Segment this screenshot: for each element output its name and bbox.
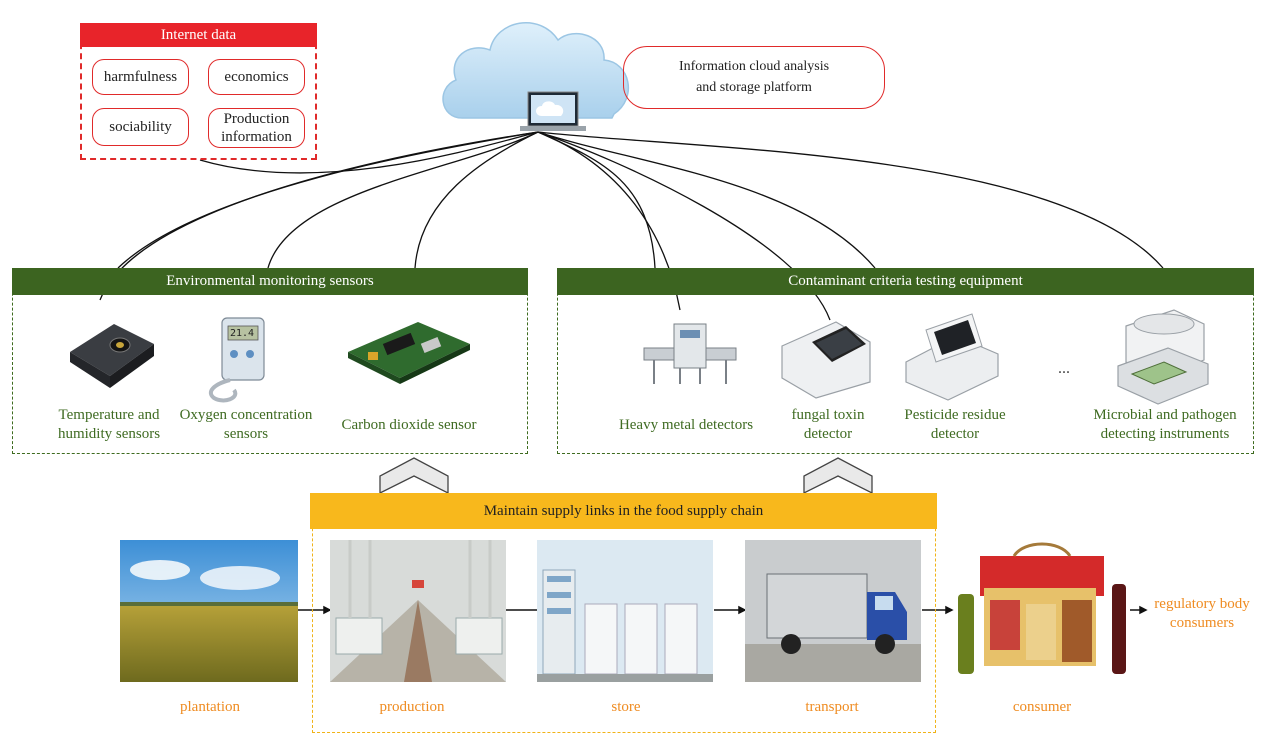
pesticide-label-line2: detector — [930, 425, 980, 442]
humidity-label-line1: Temperature and — [58, 407, 160, 423]
cloud-icon — [442, 22, 630, 131]
humidity-label-line2: humidity sensors — [57, 425, 161, 442]
economics-pill: economics — [208, 59, 305, 95]
co2-sensor-label: Carbon dioxide sensor — [341, 417, 477, 433]
harmfulness-pill: harmfulness — [92, 59, 189, 95]
stage-plantation-label: plantation — [180, 699, 240, 715]
fungal-label-line2: detector — [803, 425, 853, 442]
humidity-sensor-label: Temperature and humidity sensors — [46, 406, 172, 444]
humidity-sensor-image — [70, 324, 154, 388]
fungal-toxin-label: fungal toxin detector — [776, 406, 880, 444]
microbial-label-line2: detecting instruments — [1100, 425, 1230, 442]
microbial-label-line1: Microbial and pathogen — [1093, 407, 1237, 423]
cloud-label-line1: Information cloud analysis — [678, 59, 830, 75]
cloud-platform-label: Information cloud analysis and storage p… — [623, 46, 885, 109]
cloud-label-line2: and storage platform — [696, 79, 812, 95]
pesticide-detector-image — [905, 313, 999, 401]
end-recipients-label: regulatory body consumers — [1144, 595, 1260, 633]
microbial-instrument-image — [1117, 309, 1209, 405]
stage-consumer-label: consumer — [1012, 699, 1072, 715]
up-chevron-right — [803, 457, 873, 495]
more-equipment-ellipsis: ... — [1058, 360, 1070, 377]
microbial-label: Microbial and pathogen detecting instrum… — [1080, 406, 1250, 444]
pesticide-label-line1: Pesticide residue — [904, 407, 1006, 423]
store-photo — [537, 540, 713, 682]
oxygen-display-value: 21.4 — [230, 328, 255, 339]
oxygen-label-line1: Oxygen concentration — [179, 407, 313, 423]
stage-production-label: production — [379, 699, 445, 715]
heavy-metal-label: Heavy metal detectors — [618, 417, 754, 433]
consumer-photo — [954, 540, 1130, 682]
fungal-label-line1: fungal toxin — [791, 407, 865, 423]
transport-photo — [745, 540, 921, 682]
contaminant-title: Contaminant criteria testing equipment — [557, 268, 1254, 295]
production-information-pill: Production information — [208, 108, 305, 148]
oxygen-sensor-label: Oxygen concentration sensors — [172, 406, 320, 444]
production-photo — [330, 540, 506, 682]
oxygen-label-line2: sensors — [223, 425, 269, 442]
fungal-toxin-detector-image — [781, 321, 871, 399]
end-recipients-line2: consumers — [1169, 614, 1235, 631]
heavy-metal-detector-image — [643, 323, 737, 384]
stage-transport-label: transport — [805, 699, 859, 715]
pesticide-label: Pesticide residue detector — [894, 406, 1016, 444]
end-recipients-line1: regulatory body — [1154, 596, 1250, 612]
internet-data-title: Internet data — [80, 23, 317, 47]
co2-sensor-image — [348, 322, 470, 384]
up-chevron-left — [379, 457, 449, 495]
environment-sensor-title: Environmental monitoring sensors — [12, 268, 528, 295]
sociability-pill: sociability — [92, 108, 189, 146]
oxygen-sensor-image — [208, 317, 265, 403]
supply-chain-title: Maintain supply links in the food supply… — [310, 493, 937, 529]
stage-store-label: store — [611, 699, 641, 715]
plantation-photo — [120, 540, 298, 682]
